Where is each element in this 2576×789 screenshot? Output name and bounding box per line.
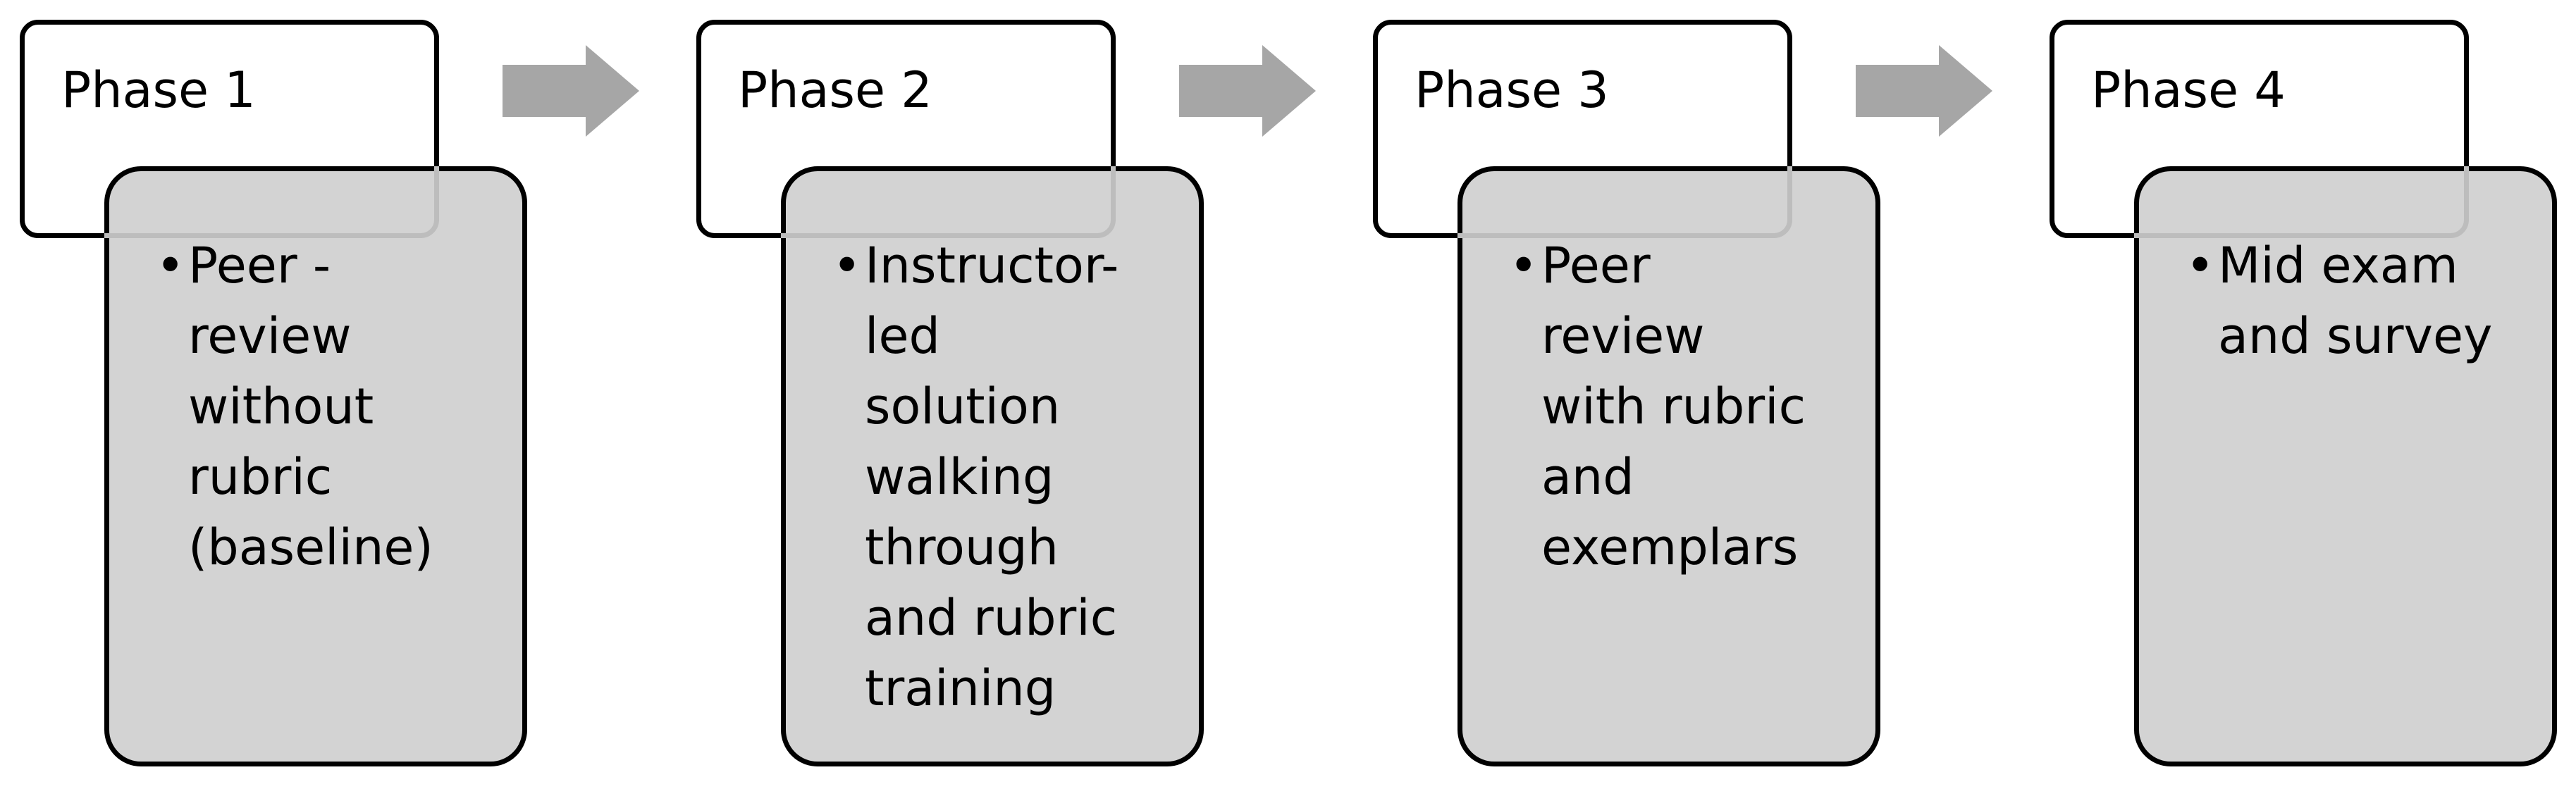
phase-1-label: Phase 1 — [61, 61, 256, 119]
phase-2-bullet-list: Instructor- led solution walking through… — [832, 230, 1118, 723]
phase-1-bullet-item: Peer - review without rubric (baseline) — [156, 230, 433, 583]
phase-4-bullet-item: Mid exam and survey — [2186, 230, 2493, 371]
phase-3-content-box: Peer review with rubric and exemplars — [1458, 166, 1880, 766]
arrow-right-icon — [1179, 45, 1316, 137]
phase-1-bullet-list: Peer - review without rubric (baseline) — [156, 230, 433, 583]
phase-3-bullet-item: Peer review with rubric and exemplars — [1509, 230, 1806, 583]
phase-3: Phase 3 Peer review with rubric and exem… — [1353, 0, 1903, 789]
phase-2-bullet-item: Instructor- led solution walking through… — [832, 230, 1118, 723]
phase-4-content-box: Mid exam and survey — [2134, 166, 2557, 766]
arrow-right-icon — [1856, 45, 1992, 137]
phase-1: Phase 1 Peer - review without rubric (ba… — [0, 0, 550, 789]
phase-3-label: Phase 3 — [1415, 61, 1609, 119]
phase-4-bullet-list: Mid exam and survey — [2186, 230, 2493, 371]
phase-1-content-box: Peer - review without rubric (baseline) — [104, 166, 527, 766]
phase-3-bullet-list: Peer review with rubric and exemplars — [1509, 230, 1806, 583]
phase-2-label: Phase 2 — [738, 61, 932, 119]
arrow-right-icon — [503, 45, 639, 137]
phase-2-content-box: Instructor- led solution walking through… — [781, 166, 1204, 766]
phase-4-label: Phase 4 — [2091, 61, 2286, 119]
phase-2: Phase 2 Instructor- led solution walking… — [677, 0, 1226, 789]
phase-4: Phase 4 Mid exam and survey — [2030, 0, 2576, 789]
